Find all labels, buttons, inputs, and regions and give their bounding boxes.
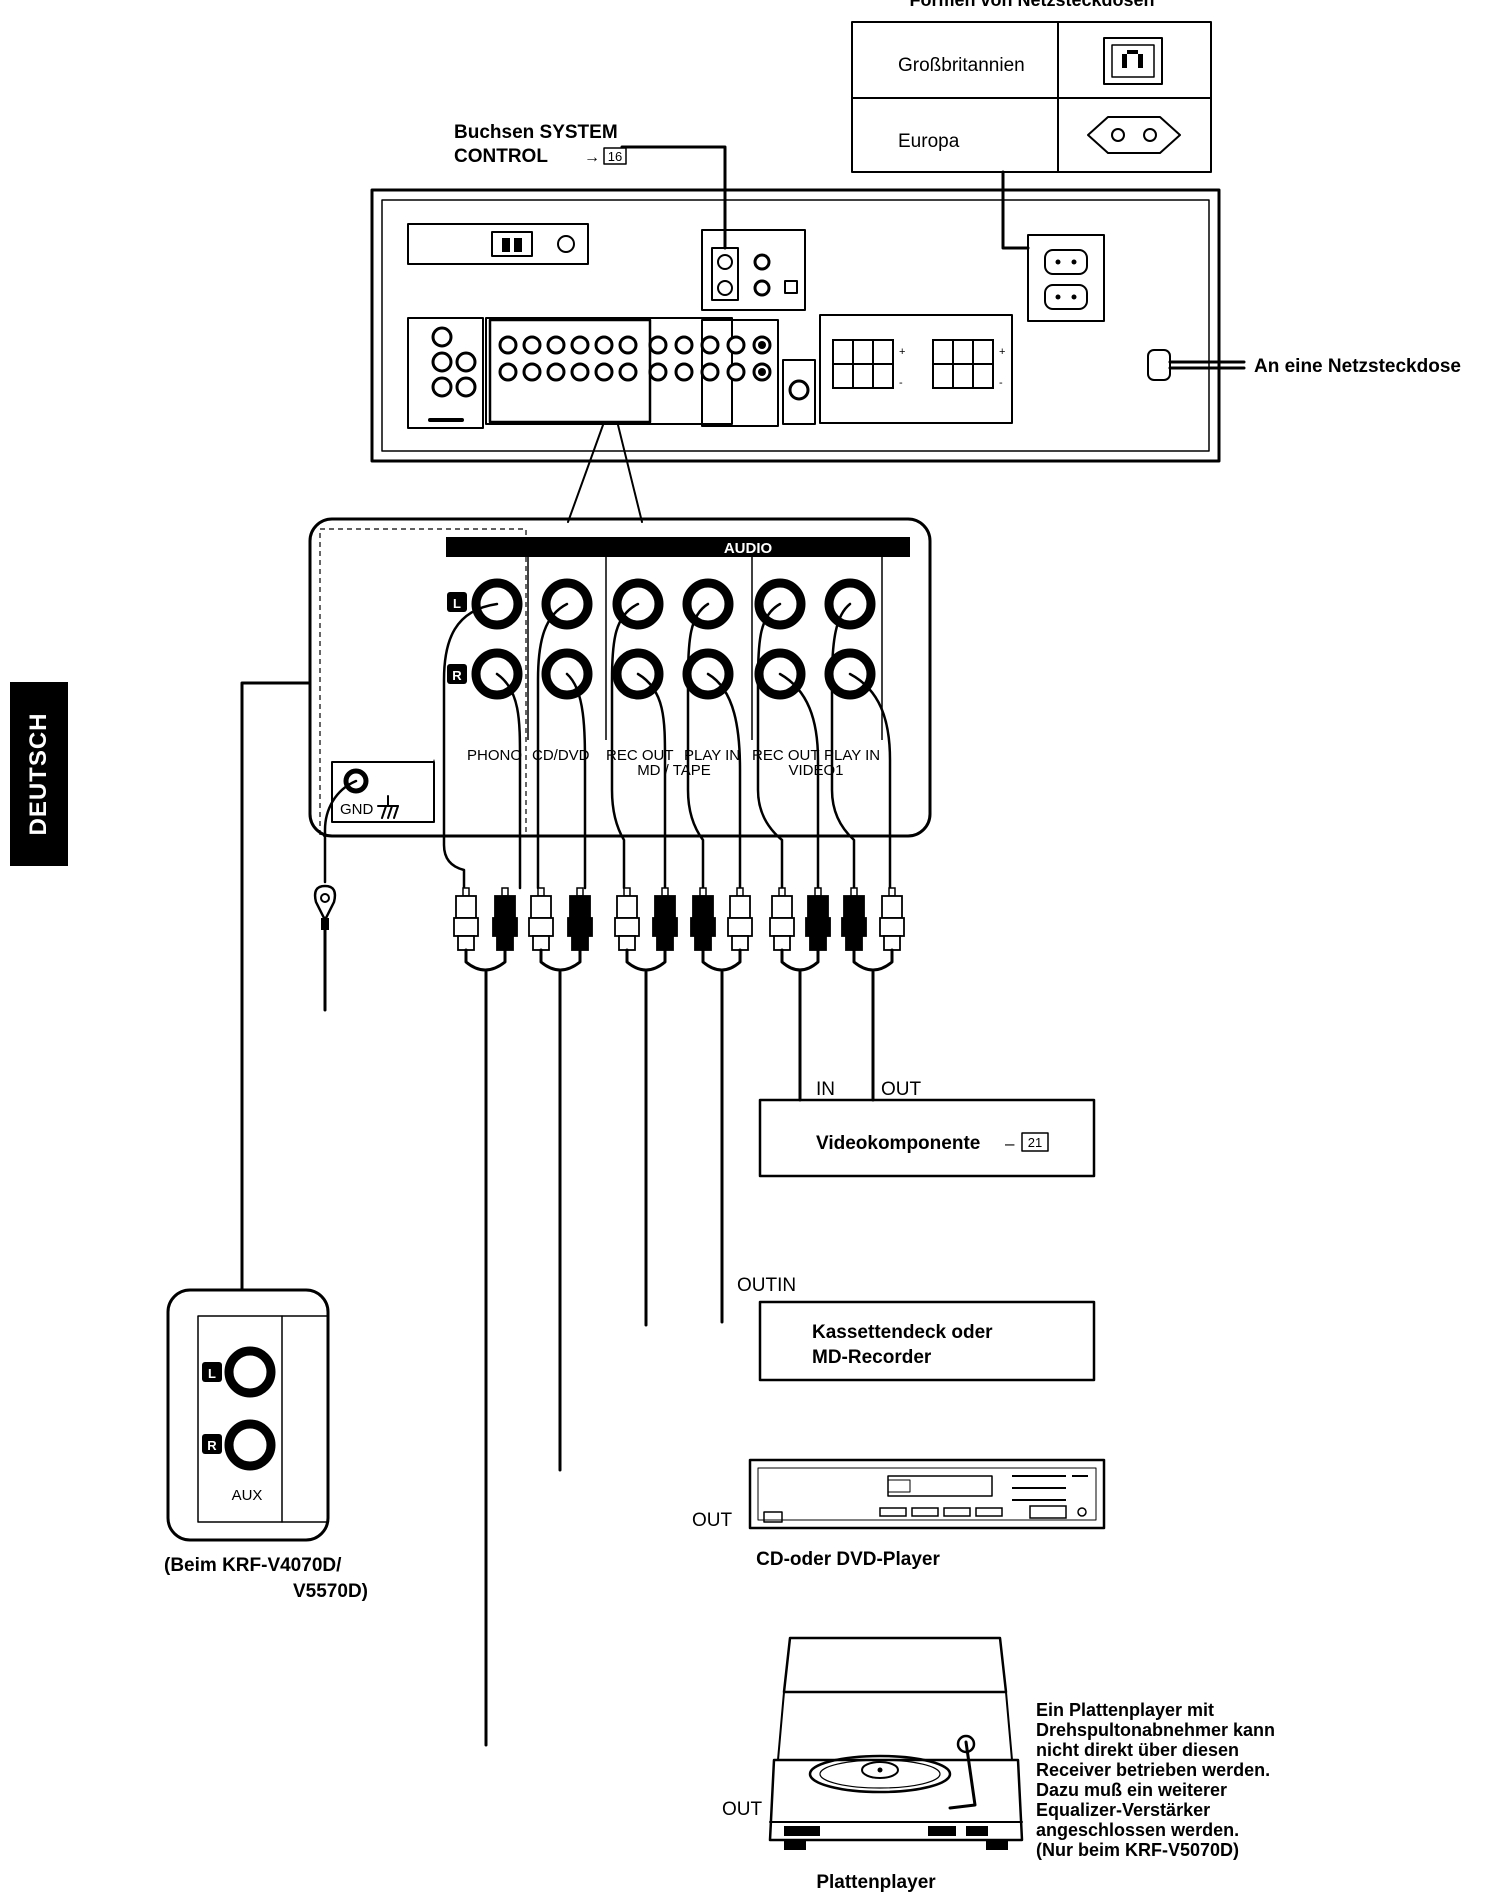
aux-note-line1: (Beim KRF-V4070D/ [164,1555,342,1576]
rca-plug-black [805,887,831,951]
label-video1-group: VIDEO1 [788,762,843,779]
label-md-play-in: PLAY IN [684,747,740,764]
aux-note-line2: V5570D) [293,1581,368,1602]
note-line: Ein Plattenplayer mit [1036,1700,1214,1720]
label-cd-dvd: CD/DVD [532,747,590,764]
rca-plugs [453,887,905,951]
plug-table-title: Formen von Netzsteckdosen [909,0,1154,10]
label-md-rec-out: REC OUT [606,747,674,764]
rca-plug-black [841,887,867,951]
svg-text:+: + [899,346,905,358]
cd-player-label: CD-oder DVD-Player [756,1549,940,1570]
label-md-tape-group: MD / TAPE [637,762,711,779]
cassette-label-line2: MD-Recorder [812,1347,932,1368]
rca-plug-black [492,887,518,951]
rca-plug-black [690,887,716,951]
svg-text:–: – [1005,1134,1015,1153]
turntable-label: Plattenplayer [816,1872,936,1893]
label-phono: PHONO [467,747,522,764]
svg-text:-: - [899,377,903,389]
audio-header: AUDIO [724,540,773,557]
cassette-io-label: OUTIN [737,1275,796,1296]
cd-out-label: OUT [692,1510,733,1531]
rca-plug-white [528,887,554,951]
note-line: Dazu muß ein weiterer [1036,1780,1227,1800]
aux-panel: L R AUX (Beim KRF-V4070D/ V5570D) [164,1288,368,1602]
label-video-rec-out: REC OUT [752,747,820,764]
video-component-label: Videokomponente [816,1133,980,1154]
turntable-out-label: OUT [722,1799,763,1820]
note-line: Drehspultonabnehmer kann [1036,1720,1275,1740]
system-control-arrow: → [584,149,600,166]
video-page-ref: 21 [1028,1135,1042,1150]
aux-label: AUX [232,1487,263,1504]
rca-plug-white [769,887,795,951]
europe-plug-icon [1087,116,1181,154]
aux-jack-left-label: L [208,1366,216,1381]
turntable-note: Ein Plattenplayer mit Drehspultonabnehme… [1036,1700,1275,1860]
note-line: (Nur beim KRF-V5070D) [1036,1840,1239,1860]
ground-symbol-icon [377,795,399,819]
cassette-md-box: OUTIN Kassettendeck oder MD-Recorder [737,1275,1096,1382]
mains-outlet-callout: An eine Netzsteckdose [1168,356,1461,377]
label-video-play-in: PLAY IN [824,747,880,764]
system-control-label-line1: Buchsen SYSTEM [454,122,618,143]
note-line: Receiver betrieben werden. [1036,1760,1270,1780]
ground-lug-icon [313,884,337,930]
rca-plug-white [879,887,905,951]
zoomed-audio-panel: AUDIO L R PHONO CD/DVD REC OUT PLAY IN R… [308,517,932,838]
rca-plug-black [567,887,593,951]
panel-jack-right-label: R [452,668,462,683]
gnd-label: GND [340,801,374,818]
plug-row-uk-label: Großbritannien [898,55,1025,76]
system-control-page-ref: 16 [608,149,622,164]
panel-jack-left-label: L [453,596,461,611]
video-in-label: IN [816,1079,835,1100]
plug-row-europe-label: Europa [898,131,960,152]
video-component-box: IN OUT Videokomponente – 21 [758,1079,1096,1178]
video-out-label: OUT [881,1079,922,1100]
svg-text:+: + [999,346,1005,358]
plug-types-table: Formen von Netzsteckdosen Großbritannien… [851,0,1212,173]
turntable-icon: OUT Plattenplayer [722,1636,1024,1893]
system-control-label-line2: CONTROL [454,146,548,167]
note-line: nicht direkt über diesen [1036,1740,1239,1760]
receiver-rear-panel: + - + - [370,188,1221,463]
note-line: angeschlossen werden. [1036,1820,1239,1840]
system-control-callout: Buchsen SYSTEM CONTROL → 16 [454,122,727,250]
rca-plug-black [652,887,678,951]
mains-outlet-label: An eine Netzsteckdose [1254,356,1461,377]
rca-plug-white [614,887,640,951]
uk-plug-icon [1103,37,1163,85]
language-tab: DEUTSCH [10,682,68,866]
cd-dvd-player: OUT CD-oder DVD-Player [692,1458,1106,1570]
note-line: Equalizer-Verstärker [1036,1800,1210,1820]
rca-plug-white [453,887,479,951]
rca-plug-white [727,887,753,951]
aux-jack-right-label: R [207,1438,217,1453]
svg-text:-: - [999,377,1003,389]
cassette-label-line1: Kassettendeck oder [812,1322,993,1343]
